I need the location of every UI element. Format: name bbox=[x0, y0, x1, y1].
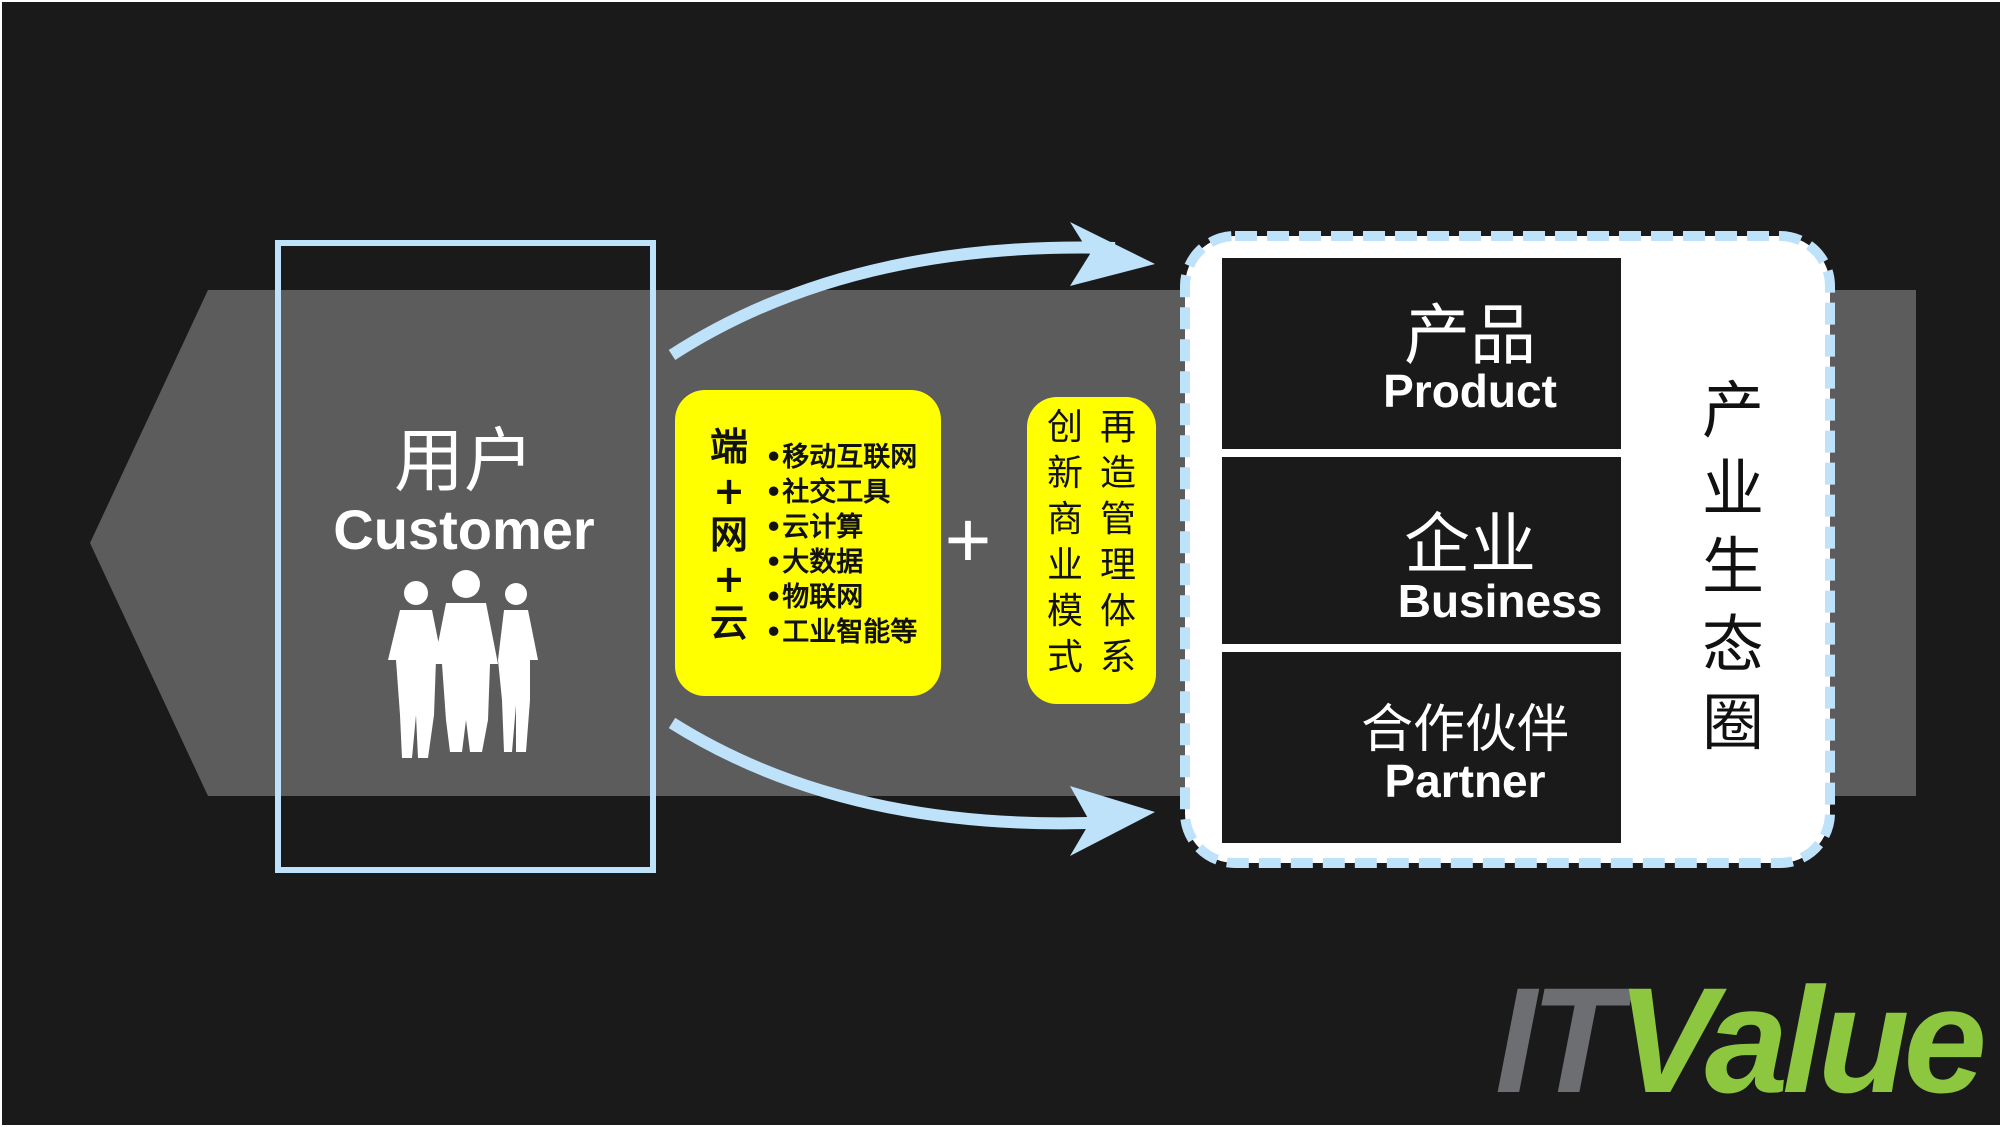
customer-label-en: Customer bbox=[333, 498, 595, 561]
partner-label-en: Partner bbox=[1384, 755, 1546, 807]
business-label-cn: 企业 bbox=[1404, 506, 1536, 583]
model-char: 模 bbox=[1046, 591, 1083, 632]
business-label-en: Business bbox=[1397, 575, 1603, 627]
ecosystem-title-char: 圈 bbox=[1701, 686, 1764, 759]
list-item: •移动互联网 bbox=[765, 442, 918, 473]
lower-flow-arrow bbox=[668, 717, 1116, 830]
model-char: 系 bbox=[1099, 637, 1136, 678]
ecosystem-title-char: 生 bbox=[1701, 530, 1764, 603]
model-char: 商 bbox=[1046, 499, 1083, 540]
list-item: •社交工具 bbox=[765, 477, 891, 508]
plus-sign: + bbox=[944, 495, 992, 584]
model-char: 式 bbox=[1046, 637, 1083, 678]
tech-stack-char: 端 bbox=[709, 425, 748, 469]
model-char: 造 bbox=[1099, 453, 1136, 494]
model-char: 再 bbox=[1099, 407, 1136, 448]
model-char: 理 bbox=[1099, 545, 1136, 586]
upper-arrow-head bbox=[1070, 222, 1155, 286]
business-model-column-2: 再 造 管 理 体 系 bbox=[1093, 410, 1143, 686]
list-item: •工业智能等 bbox=[765, 617, 918, 648]
model-char: 新 bbox=[1046, 453, 1083, 494]
tech-stack-char: + bbox=[713, 469, 745, 513]
ecosystem-title-char: 态 bbox=[1701, 608, 1764, 681]
partner-panel bbox=[1222, 652, 1621, 843]
product-label-cn: 产品 bbox=[1404, 297, 1536, 374]
business-model-column-1: 创 新 商 业 模 式 bbox=[1040, 410, 1090, 686]
logo-value-text: Value bbox=[1616, 956, 1987, 1124]
ecosystem-title-char: 产 bbox=[1701, 374, 1764, 447]
tech-stack-char: 云 bbox=[709, 601, 748, 645]
partner-label-cn: 合作伙伴 bbox=[1360, 700, 1569, 760]
itvalue-logo: ITValue bbox=[1495, 965, 1987, 1115]
model-char: 管 bbox=[1099, 499, 1136, 540]
tech-stack-box bbox=[675, 390, 941, 696]
lower-arrow-head bbox=[1070, 786, 1155, 856]
model-char: 体 bbox=[1099, 591, 1136, 632]
customer-label-cn: 用户 bbox=[394, 420, 534, 502]
model-char: 创 bbox=[1046, 407, 1083, 448]
product-panel bbox=[1222, 258, 1621, 449]
list-item: •云计算 bbox=[765, 512, 864, 543]
logo-it-text: IT bbox=[1495, 956, 1622, 1124]
business-panel bbox=[1222, 457, 1621, 644]
tech-stack-list: •移动互联网 •社交工具 •云计算 •大数据 •物联网 •工业智能等 bbox=[765, 440, 917, 650]
list-item: •物联网 bbox=[765, 582, 864, 613]
tech-stack-char: 网 bbox=[709, 513, 748, 557]
tech-stack-formula: 端 + 网 + 云 bbox=[697, 428, 761, 648]
customer-frame bbox=[275, 240, 656, 873]
list-item: •大数据 bbox=[765, 547, 864, 578]
product-label-en: Product bbox=[1383, 365, 1557, 417]
tech-stack-char: + bbox=[713, 557, 745, 601]
people-silhouette-icon bbox=[388, 570, 538, 758]
business-model-box bbox=[1027, 397, 1156, 704]
upper-flow-arrow bbox=[668, 241, 1116, 361]
ecosystem-title: 产 业 生 态 圈 bbox=[1700, 380, 1766, 770]
ecosystem-title-char: 业 bbox=[1701, 452, 1764, 525]
model-char: 业 bbox=[1046, 545, 1083, 586]
